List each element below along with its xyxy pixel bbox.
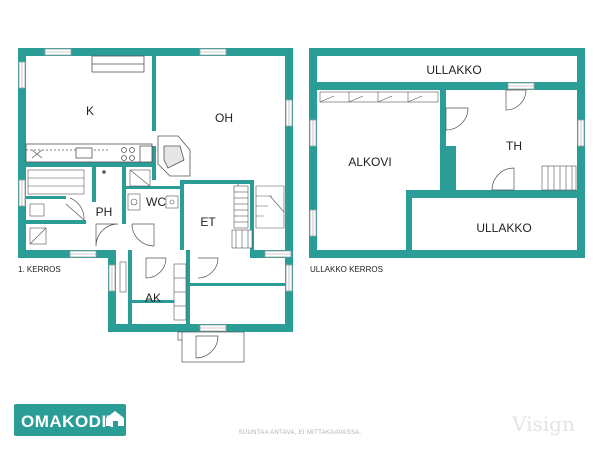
- attic-doors: [445, 89, 527, 191]
- room-label-ullakko-bottom: ULLAKKO: [476, 221, 531, 235]
- kitchen-fixtures: [25, 55, 153, 163]
- brand-name: OMAKODIT: [21, 412, 118, 431]
- stairs-attic: [541, 165, 577, 191]
- room-label-k: K: [86, 104, 94, 118]
- omakodit-logo: OMAKODIT: [14, 404, 126, 436]
- house-icon: [106, 411, 124, 426]
- room-label-oh: OH: [215, 111, 233, 125]
- attic-walls: [309, 48, 585, 258]
- room-label-et: ET: [200, 215, 216, 229]
- room-label-th: TH: [506, 139, 522, 153]
- room-label-wc: WC: [146, 195, 166, 209]
- room-label-ak: AK: [145, 291, 161, 305]
- visign-watermark: Visign: [512, 412, 575, 436]
- storage-shelves: [119, 261, 187, 321]
- room-label-ullakko-top: ULLAKKO: [426, 63, 481, 77]
- stairs-first-floor: [231, 185, 285, 249]
- room-label-ph: PH: [96, 205, 113, 219]
- entrance-steps: [181, 331, 245, 363]
- floor-label-attic: ULLAKKO KERROS: [310, 265, 383, 274]
- attic-floor-plan: ULLAKKO ALKOVI TH ULLAKKO ULLAKKO KERROS: [309, 48, 585, 274]
- alkovi-closets: [319, 91, 439, 103]
- room-label-alkovi: ALKOVI: [348, 155, 391, 169]
- floor-label-first: 1. KERROS: [18, 265, 61, 274]
- disclaimer-text: SUUNTAA ANTAVA, EI MITTAKAAVASSA.: [238, 430, 362, 436]
- first-floor-plan: K OH PH WC ET AK 1. KERROS: [18, 48, 293, 363]
- fireplace: [157, 135, 191, 177]
- bathroom-fixtures: [27, 169, 179, 245]
